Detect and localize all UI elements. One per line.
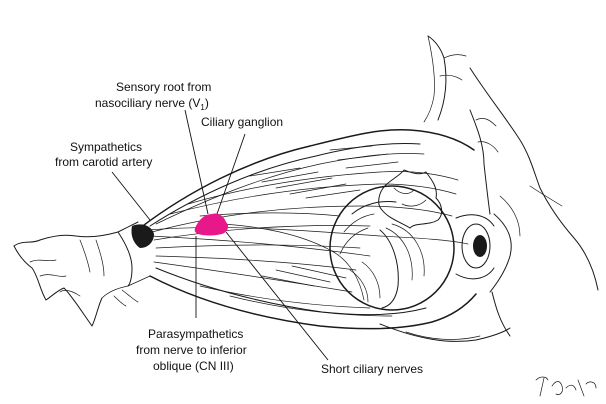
orbital-rim (380, 36, 598, 341)
label-sympathetics: Sympathetics from carotid artery (55, 140, 152, 169)
label-parasympathetics: Parasympathetics from nerve to inferior … (136, 327, 247, 373)
label-sensory-root: Sensory root from nasociliary nerve (V1) (95, 80, 211, 112)
label-ciliary-ganglion: Ciliary ganglion (201, 115, 283, 129)
parasympathetics-line-2: from nerve to inferior (136, 343, 247, 357)
leader-sympathetics (112, 172, 150, 220)
optic-nerve-stump (14, 222, 154, 326)
sensory-root-line-2: nasociliary nerve (V1) (95, 96, 209, 112)
parasympathetics-line-3: oblique (CN III) (153, 359, 234, 373)
artist-signature (536, 377, 596, 396)
leader-ciliary-ganglion (217, 134, 245, 214)
parasympathetics-line-1: Parasympathetics (148, 327, 243, 341)
sympathetics-line-1: Sympathetics (70, 140, 142, 154)
label-short-ciliary-nerves: Short ciliary nerves (321, 362, 423, 376)
sensory-root-line-1: Sensory root from (116, 80, 211, 94)
muscle-cone (140, 130, 476, 329)
sympathetics-line-2: from carotid artery (55, 155, 152, 169)
